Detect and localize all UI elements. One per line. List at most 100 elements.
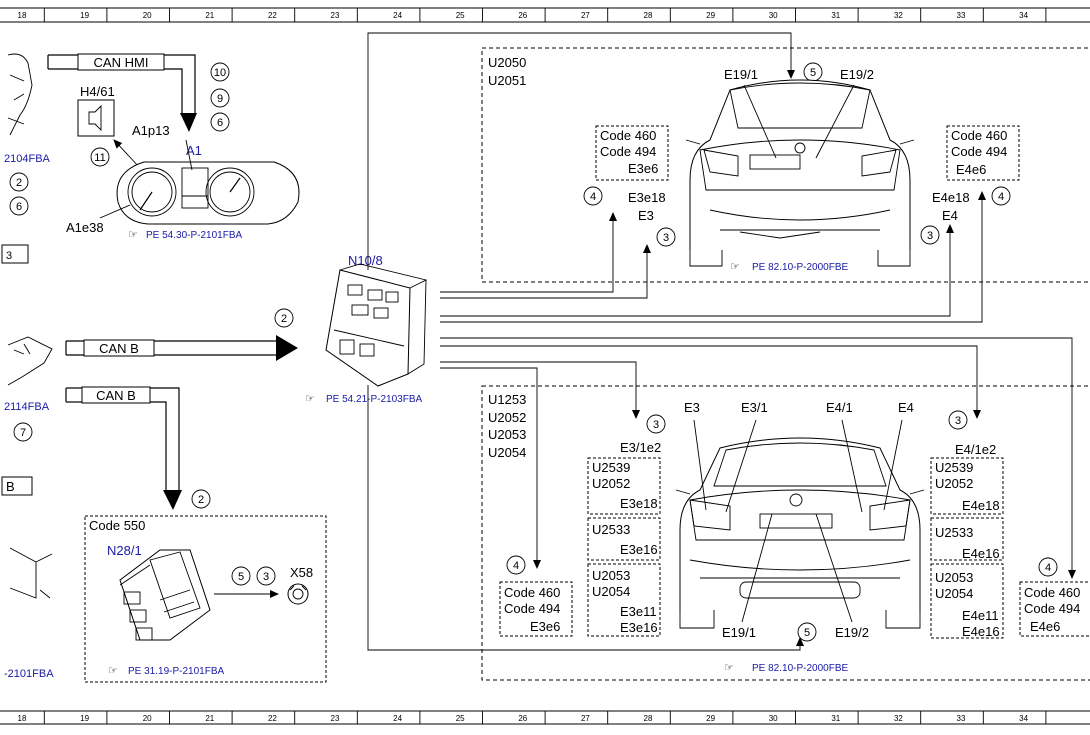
top-u2050: U2050: [488, 55, 526, 70]
ruler-label: 20: [143, 11, 152, 20]
callout-3-top-right: 3: [920, 225, 940, 245]
svg-text:3: 3: [663, 232, 669, 244]
br-u2533: U2533: [935, 525, 973, 540]
ruler-label: 33: [957, 11, 966, 20]
top-left-code-box: [595, 125, 669, 181]
bottom-left-box-1: [587, 457, 661, 515]
hand-pointer-icon: ☞: [730, 261, 740, 273]
callout-3-top-left: 3: [656, 227, 676, 247]
ruler-label: 27: [581, 11, 590, 20]
bot-e19-1-label: E19/1: [722, 625, 756, 640]
e4-1e2-label: E4/1e2: [955, 442, 996, 457]
suv-rear-view-icon: [675, 419, 925, 629]
ref-link-82-10-bottom[interactable]: ☞ PE 82.10-P-2000FBE: [724, 662, 848, 674]
svg-text:B: B: [6, 479, 15, 494]
svg-text:PE 82.10-P-2000FBE: PE 82.10-P-2000FBE: [752, 262, 848, 273]
ruler-label: 24: [393, 714, 402, 723]
bottom-left-code-box: [499, 581, 573, 637]
top-left-e3e6: E3e6: [628, 161, 658, 176]
svg-text:4: 4: [513, 560, 519, 572]
callout-2a: 2: [9, 172, 29, 192]
ruler-label: 26: [518, 11, 527, 20]
n28-1-module-icon: [119, 549, 211, 641]
ruler-label: 20: [143, 714, 152, 723]
ruler-label: 21: [205, 714, 214, 723]
instrument-cluster-icon: [99, 139, 300, 225]
partial-component-mid-left: [7, 336, 53, 386]
bot-e4-label: E4: [898, 400, 914, 415]
n10-8-label: N10/8: [348, 253, 383, 268]
bl-u2052: U2052: [592, 476, 630, 491]
ruler-label: 26: [518, 714, 527, 723]
callout-4-top-left: 4: [583, 186, 603, 206]
bottom-left-box-3: [587, 563, 661, 637]
svg-text:3: 3: [955, 415, 961, 427]
callout-5-x58: 5: [231, 566, 251, 586]
ruler-label: 34: [1019, 714, 1028, 723]
ref-link-2104[interactable]: 2104FBA: [4, 153, 51, 165]
bottom-u2054: U2054: [488, 445, 526, 460]
callout-6b: 6: [9, 196, 29, 216]
ref-link-54-21[interactable]: ☞ PE 54.21-P-2103FBA: [305, 393, 422, 405]
callout-10: 10: [210, 62, 230, 82]
ruler-label: 24: [393, 11, 402, 20]
ruler-label: 32: [894, 11, 903, 20]
r-e4e6: E4e6: [1030, 619, 1060, 634]
ruler-label: 18: [18, 714, 27, 723]
stub-box-3: 3: [1, 244, 29, 264]
can-b-label-1: CAN B: [99, 341, 139, 356]
ruler-label: 29: [706, 11, 715, 20]
callout-6a: 6: [210, 112, 230, 132]
svg-text:6: 6: [16, 201, 22, 213]
ruler-label: 28: [644, 714, 653, 723]
ruler-label: 29: [706, 714, 715, 723]
ref-link-2101[interactable]: -2101FBA: [4, 668, 54, 680]
top-car-section: [481, 47, 1090, 283]
svg-text:2: 2: [198, 494, 204, 506]
can-hmi-label: CAN HMI: [94, 55, 149, 70]
can-hmi-bus: CAN HMI: [47, 53, 197, 132]
can-b-label-2: CAN B: [96, 388, 136, 403]
bl-e3e18: E3e18: [620, 496, 658, 511]
br-e4e16: E4e16: [962, 546, 1000, 561]
ruler-label: 33: [957, 714, 966, 723]
callout-7: 7: [13, 422, 33, 442]
hand-pointer-icon: ☞: [108, 665, 118, 677]
ruler-label: 25: [456, 714, 465, 723]
br-u2054: U2054: [935, 586, 973, 601]
n10-8-connections: [367, 32, 1076, 651]
bl-u2054: U2054: [592, 584, 630, 599]
ruler-label: 27: [581, 714, 590, 723]
callout-4-bottom-right: 4: [1038, 557, 1058, 577]
callout-4-top-right: 4: [991, 186, 1011, 206]
ruler-label: 31: [831, 714, 840, 723]
a1-label: A1: [186, 143, 202, 158]
b-code460: Code 460: [504, 585, 560, 600]
bot-e19-2-label: E19/2: [835, 625, 869, 640]
top-e19-1-label: E19/1: [724, 67, 758, 82]
top-right-e4e6: E4e6: [956, 162, 986, 177]
ref-link-54-30[interactable]: ☞ PE 54.30-P-2101FBA: [128, 229, 242, 241]
ref-link-2114[interactable]: 2114FBA: [4, 401, 50, 413]
br-e4e11: E4e11: [962, 608, 999, 623]
svg-text:4: 4: [998, 191, 1004, 203]
ref-link-82-10-top[interactable]: ☞ PE 82.10-P-2000FBE: [730, 261, 848, 273]
svg-text:5: 5: [810, 67, 816, 79]
sedan-rear-view-icon: [685, 79, 915, 267]
top-left-code494: Code 494: [600, 144, 656, 159]
b-code494: Code 494: [504, 601, 560, 616]
a1p13-label: A1p13: [132, 123, 170, 138]
e3-1e2-label: E3/1e2: [620, 440, 661, 455]
hand-pointer-icon: ☞: [305, 393, 315, 405]
svg-text:PE 82.10-P-2000FBE: PE 82.10-P-2000FBE: [752, 663, 848, 674]
svg-text:4: 4: [590, 191, 596, 203]
svg-text:9: 9: [217, 93, 223, 105]
ref-link-31-19[interactable]: ☞ PE 31.19-P-2101FBA: [108, 665, 224, 677]
bl-e3e11: E3e11: [620, 604, 657, 619]
bottom-u2053: U2053: [488, 427, 526, 442]
bl-u2053: U2053: [592, 568, 630, 583]
code-550-label: Code 550: [89, 518, 145, 533]
svg-text:PE 54.21-P-2103FBA: PE 54.21-P-2103FBA: [326, 394, 422, 405]
br-u2052: U2052: [935, 476, 973, 491]
